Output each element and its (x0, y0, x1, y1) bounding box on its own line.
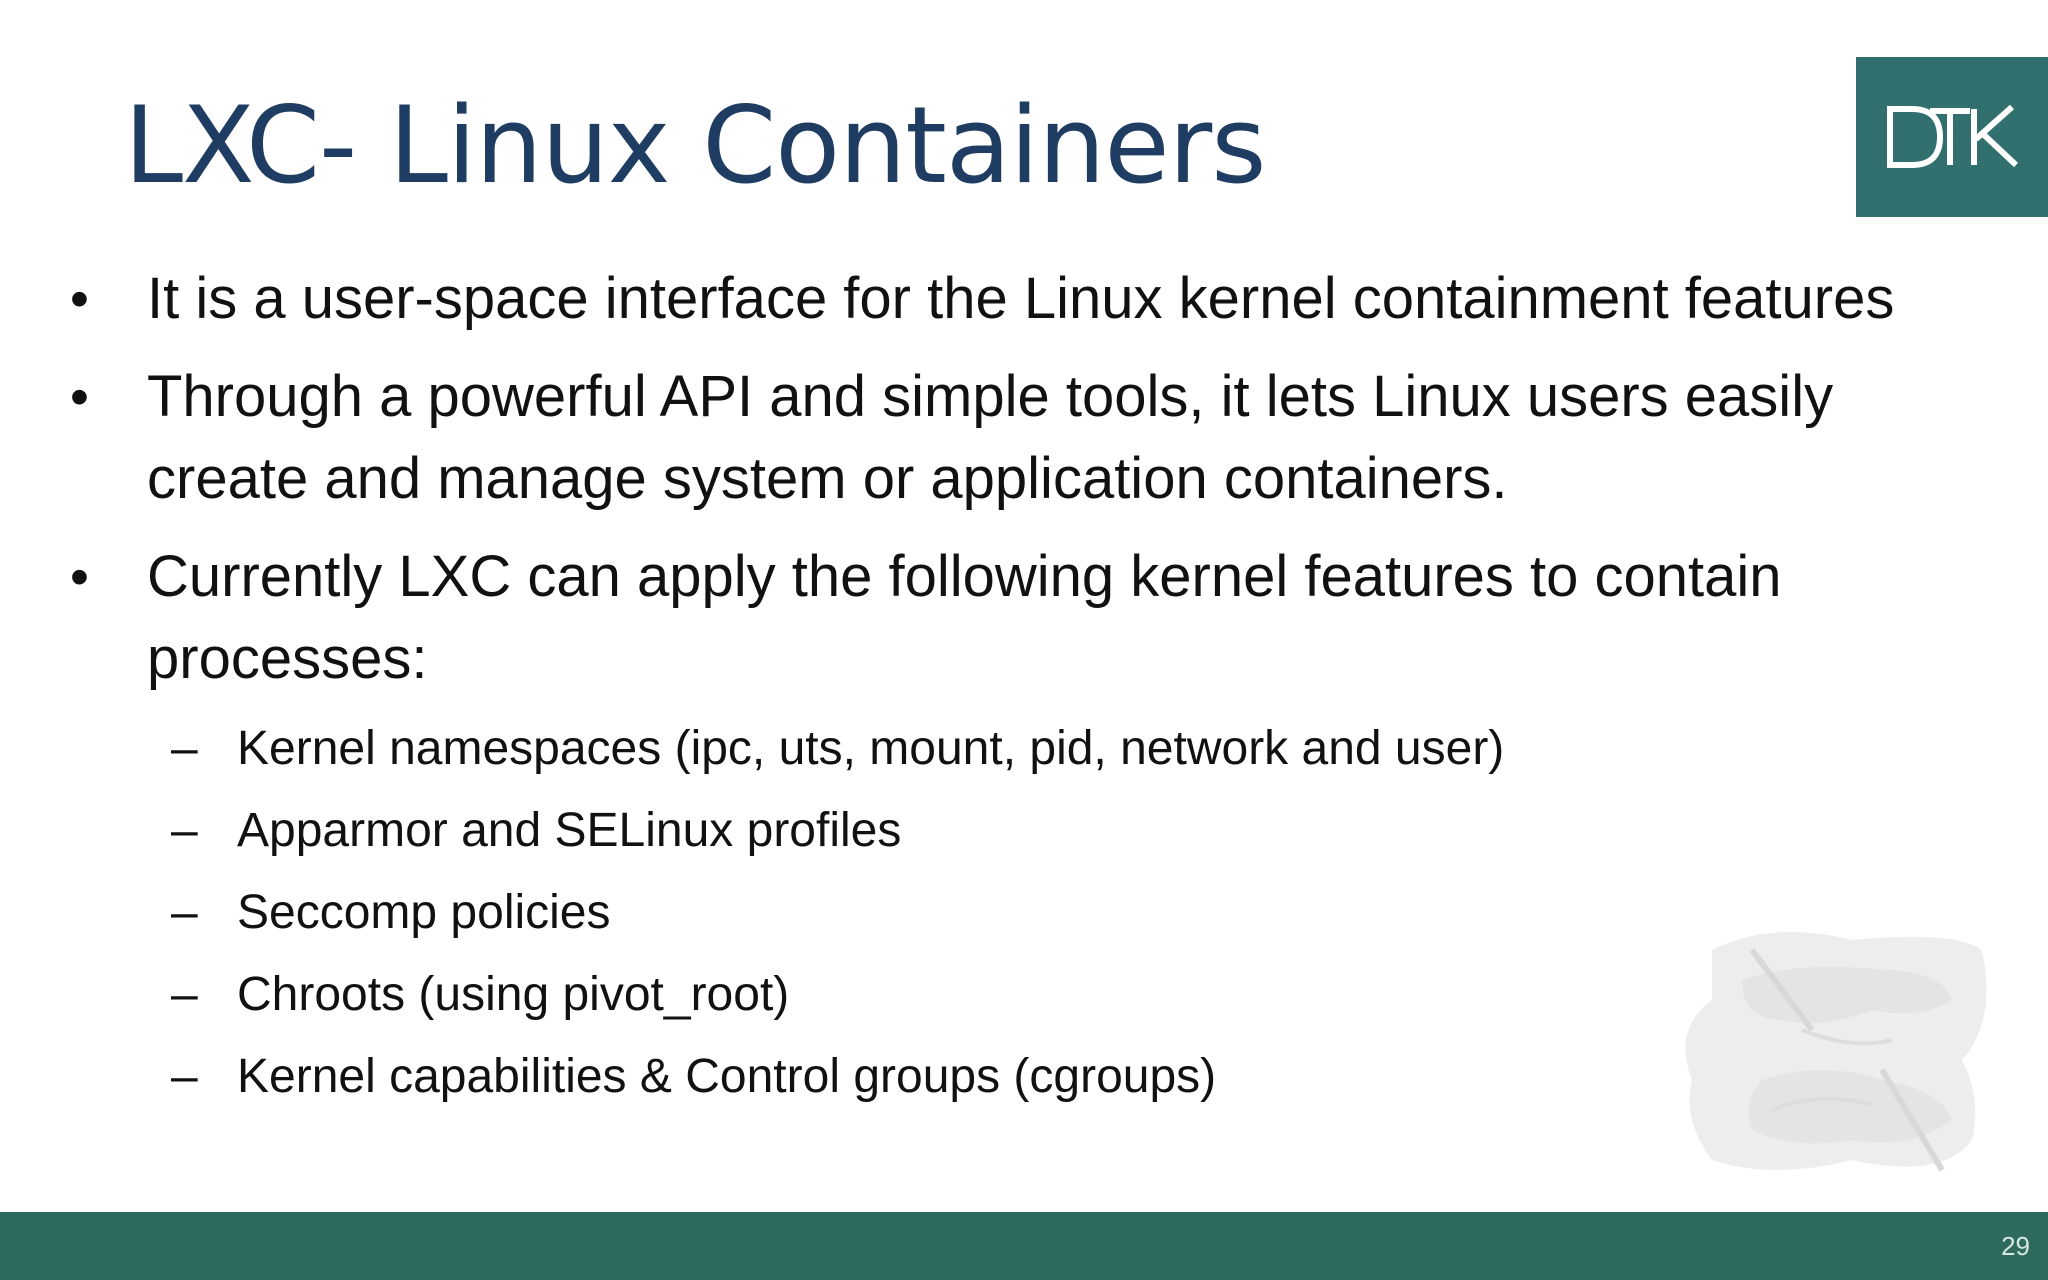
bullet-text: Through a powerful API and simple tools,… (147, 364, 1834, 511)
bullet-text: It is a user-space interface for the Lin… (147, 266, 1895, 331)
bullet-marker: • (70, 367, 89, 427)
dash-marker: – (171, 968, 198, 1021)
sub-bullet-text: Seccomp policies (237, 886, 611, 939)
bullet-list: • It is a user-space interface for the L… (0, 258, 2048, 1134)
sub-bullet-item: – Kernel capabilities & Control groups (… (171, 1036, 1977, 1118)
sub-bullet-item: – Chroots (using pivot_root) (171, 954, 1977, 1036)
sub-bullet-item: – Kernel namespaces (ipc, uts, mount, pi… (171, 708, 1977, 790)
footer-bar: 29 (0, 1212, 2048, 1280)
dash-marker: – (171, 804, 198, 857)
dtk-logo (1856, 57, 2048, 217)
sub-bullet-item: – Seccomp policies (171, 872, 1977, 954)
sub-bullet-text: Kernel namespaces (ipc, uts, mount, pid,… (237, 722, 1505, 775)
slide-title: LXC- Linux Containers (124, 84, 1266, 207)
bullet-item: • Currently LXC can apply the following … (0, 536, 1977, 1118)
dash-marker: – (171, 886, 198, 939)
dtk-logo-icon (1887, 104, 2019, 168)
dash-marker: – (171, 722, 198, 775)
bullet-text: Currently LXC can apply the following ke… (147, 544, 1782, 691)
sub-bullet-text: Chroots (using pivot_root) (237, 968, 790, 1021)
bullet-item: • Through a powerful API and simple tool… (0, 356, 1977, 520)
page-number: 29 (2001, 1231, 2030, 1261)
dash-marker: – (171, 1050, 198, 1103)
bullet-marker: • (70, 269, 89, 329)
drawing-hands-watermark-icon (1685, 932, 1987, 1172)
bullet-item: • It is a user-space interface for the L… (0, 258, 1977, 340)
sub-bullet-text: Apparmor and SELinux profiles (237, 804, 902, 857)
sub-bullet-list: – Kernel namespaces (ipc, uts, mount, pi… (147, 708, 1977, 1118)
sub-bullet-text: Kernel capabilities & Control groups (cg… (237, 1050, 1217, 1103)
sub-bullet-item: – Apparmor and SELinux profiles (171, 790, 1977, 872)
bullet-marker: • (70, 547, 89, 607)
